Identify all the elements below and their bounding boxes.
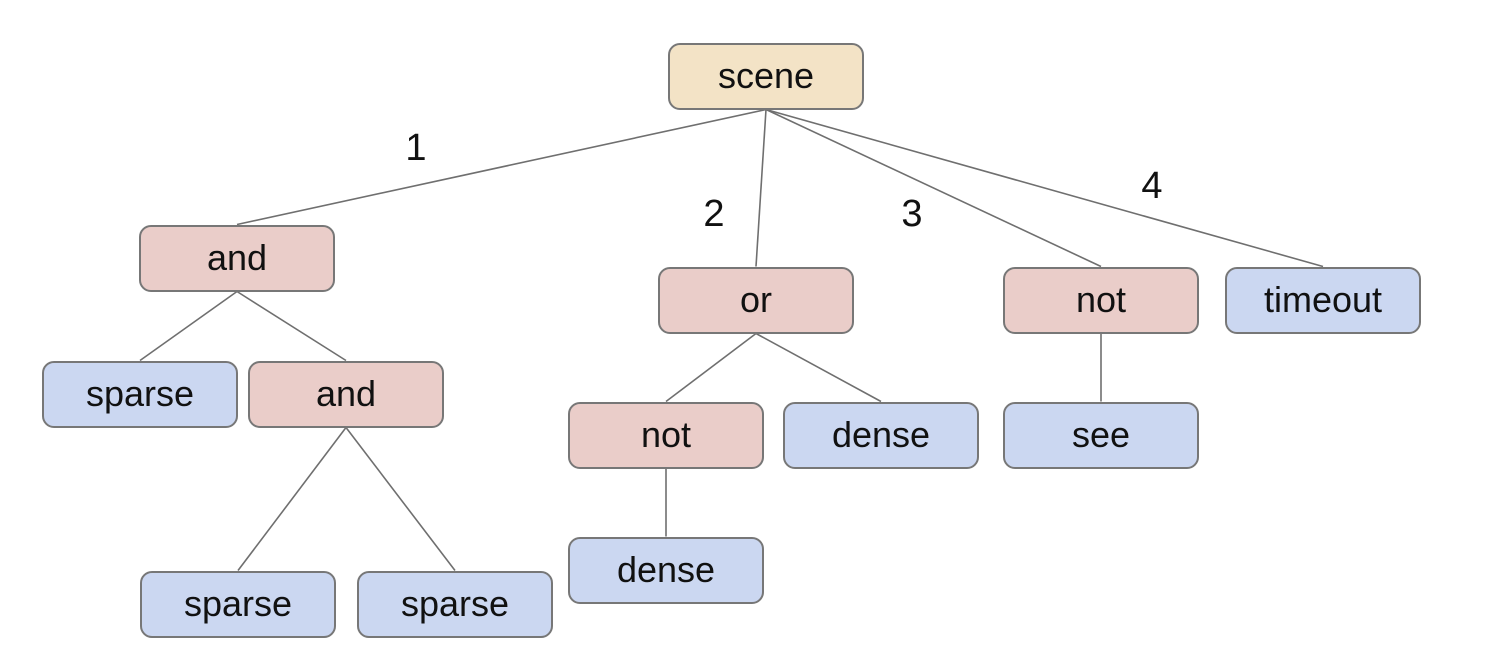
edge-scene-or [755, 109, 767, 267]
tree-node-and-2: and [248, 360, 444, 428]
edge-and-2-sparse-2 [237, 427, 347, 571]
tree-node-label: timeout [1263, 279, 1383, 320]
tree-node-label: see [1071, 414, 1131, 455]
edge-label-4: 4 [1141, 165, 1163, 207]
tree-node-not-1: not [1003, 266, 1199, 334]
edge-label-3: 3 [901, 193, 923, 235]
tree-node-label: dense [616, 549, 716, 590]
tree-node-label: sparse [85, 373, 195, 414]
edge-and-1-sparse-1 [139, 290, 238, 362]
edge-or-dense-1 [755, 332, 882, 403]
edge-label-1: 1 [405, 127, 427, 169]
tree-node-scene: scene [668, 42, 864, 110]
tree-node-label: not [1075, 279, 1127, 320]
edge-and-1-and-2 [236, 290, 347, 362]
tree-node-sparse-1: sparse [42, 360, 238, 428]
tree-node-dense-1: dense [783, 401, 979, 469]
edge-and-2-sparse-3 [345, 427, 456, 571]
tree-node-label: and [206, 237, 268, 278]
tree-node-label: and [315, 373, 377, 414]
tree-node-label: dense [831, 414, 931, 455]
tree-node-and-1: and [139, 224, 335, 292]
edge-or-not-2 [665, 332, 757, 403]
edge-label-2: 2 [703, 193, 725, 235]
tree-node-label: sparse [183, 583, 293, 624]
tree-node-not-2: not [568, 401, 764, 469]
tree-node-timeout: timeout [1225, 266, 1421, 334]
tree-node-label: not [640, 414, 692, 455]
tree-node-sparse-2: sparse [140, 570, 336, 638]
tree-node-label: sparse [400, 583, 510, 624]
tree-node-sparse-3: sparse [357, 570, 553, 638]
tree-node-see: see [1003, 401, 1199, 469]
edge-scene-not-1 [765, 108, 1102, 268]
tree-node-label: or [739, 279, 772, 320]
edge-scene-and-1 [236, 108, 767, 226]
tree-node-dense-2: dense [568, 536, 764, 604]
tree-node-or: or [658, 266, 854, 334]
edge-scene-timeout [765, 108, 1324, 268]
tree-node-label: scene [717, 55, 815, 96]
